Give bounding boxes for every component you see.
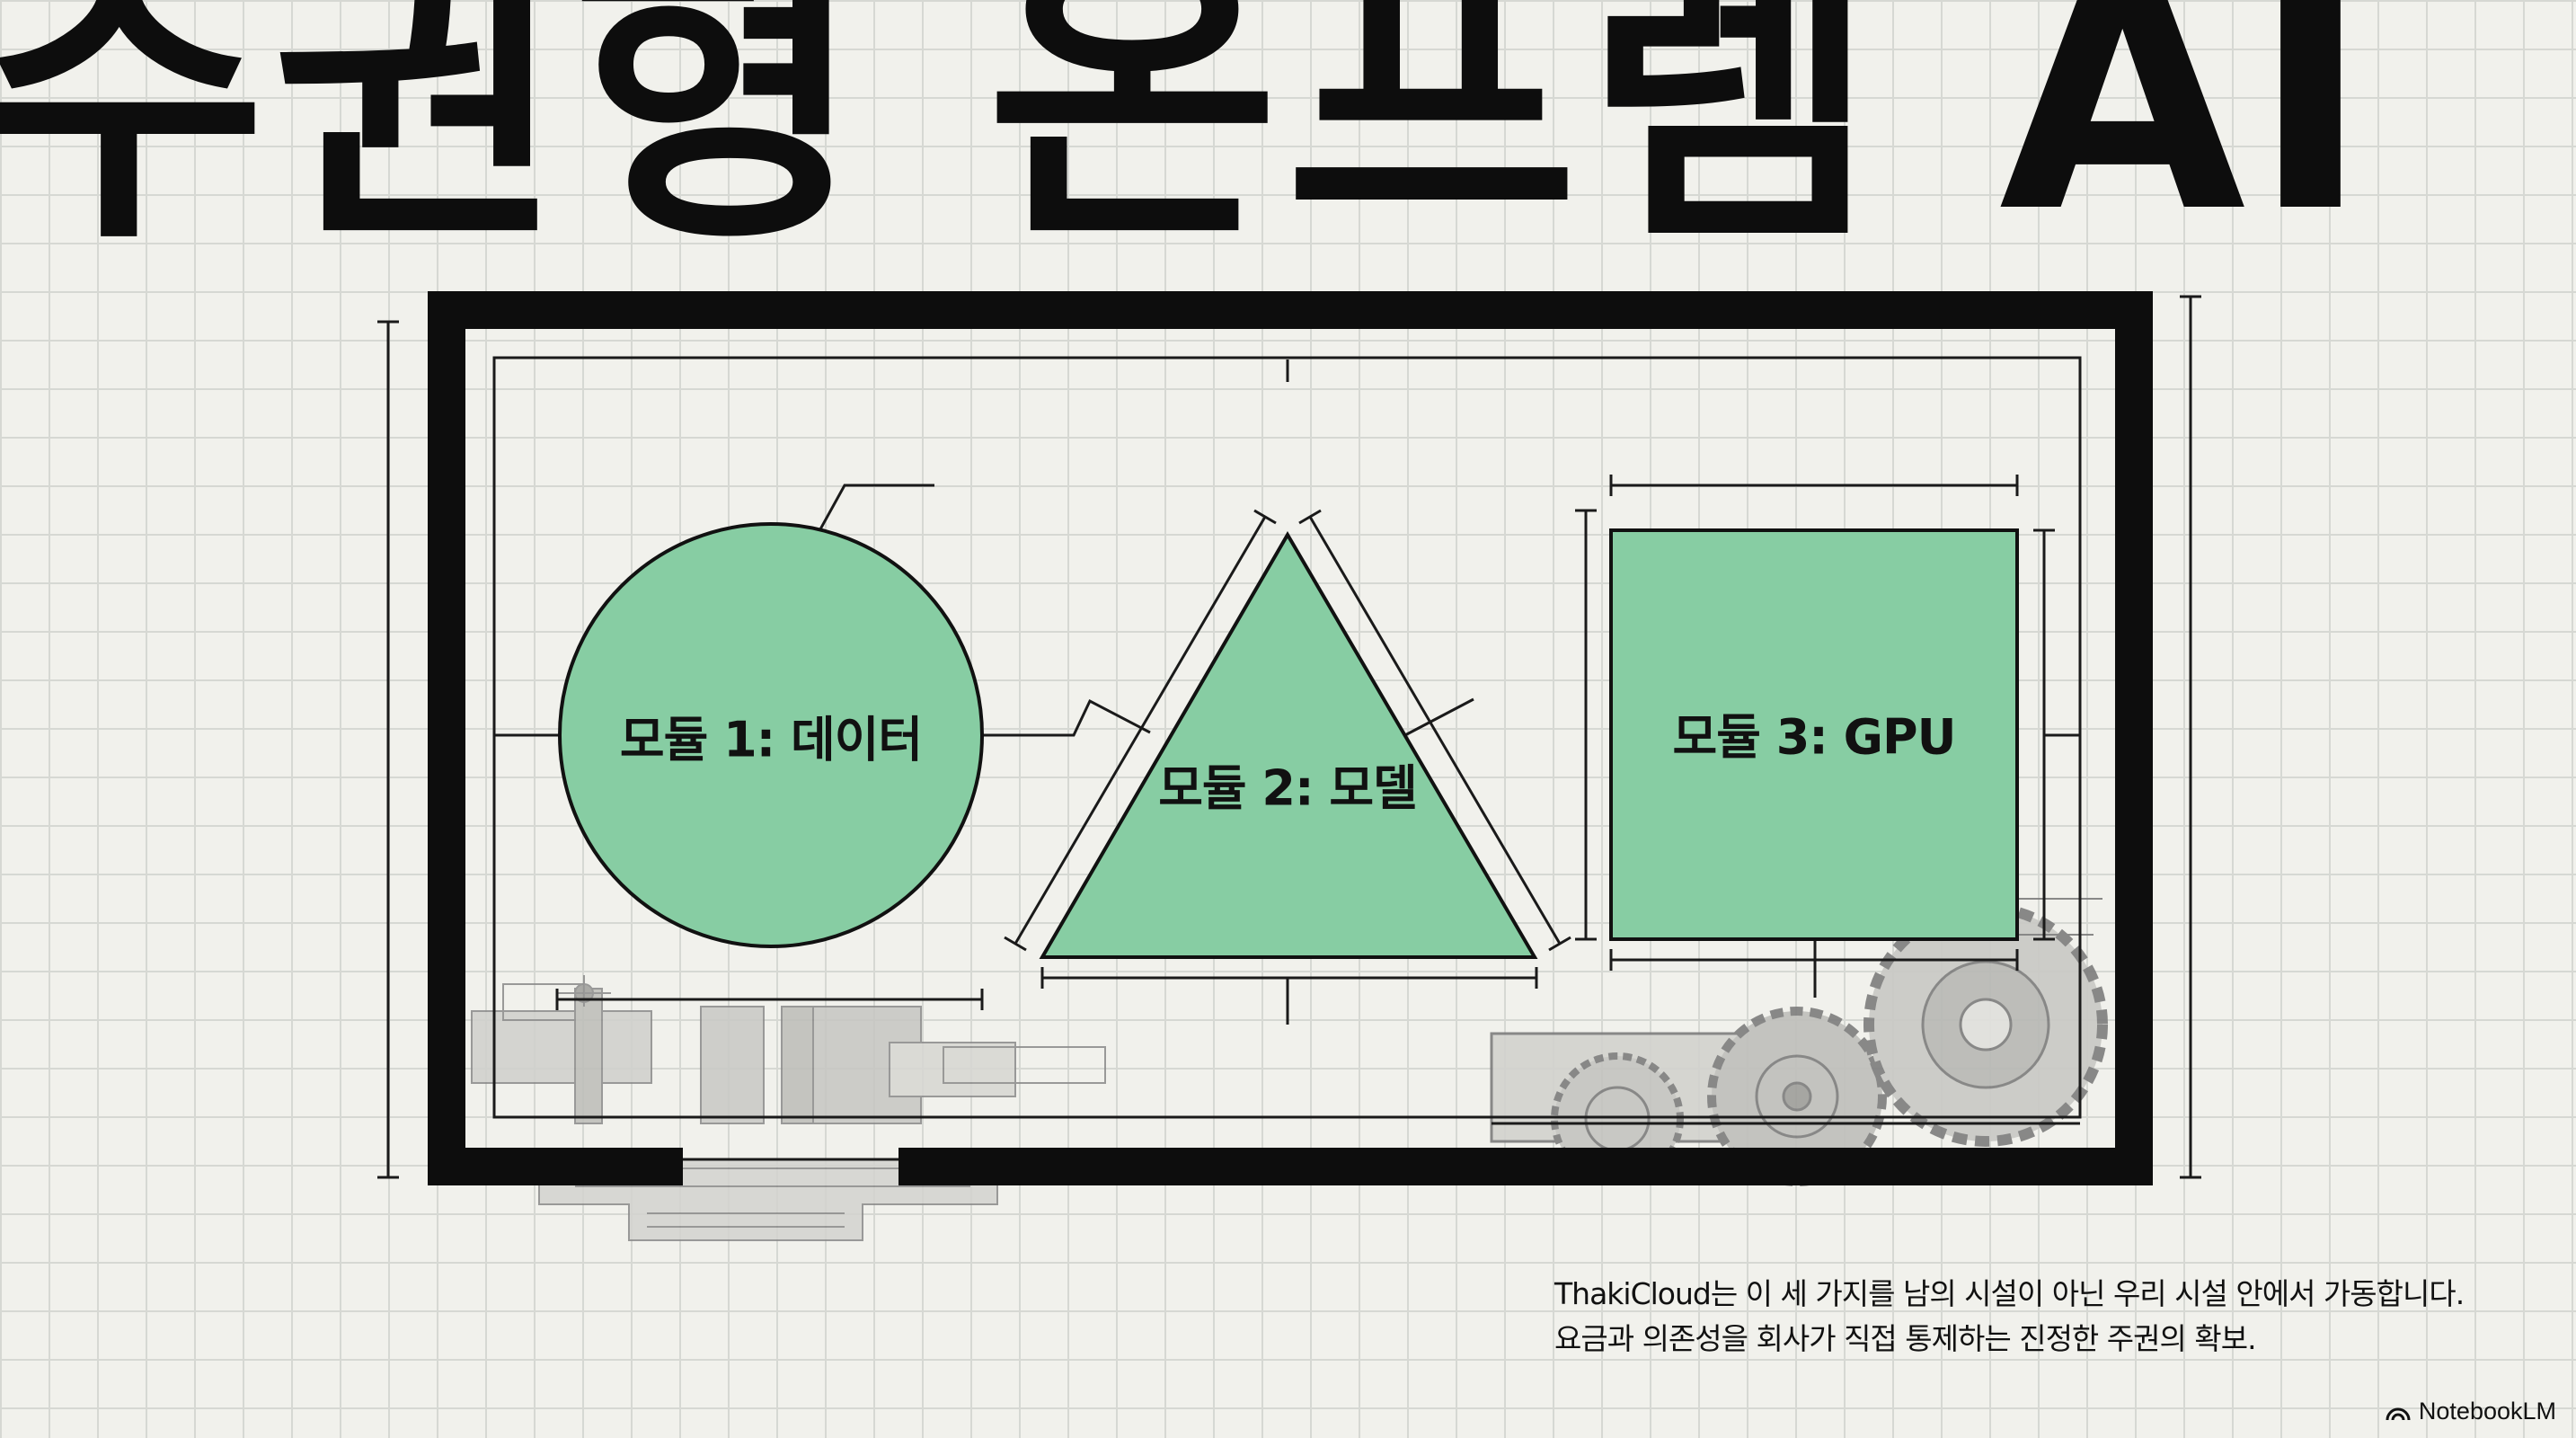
module-square-gpu <box>1609 528 2019 941</box>
machinery-sketch-left <box>471 975 1106 1241</box>
dimension-lines <box>377 295 2201 1179</box>
brand-watermark: NotebookLM <box>2385 1398 2556 1425</box>
module-circle-data <box>558 522 984 948</box>
brand-label: NotebookLM <box>2418 1398 2556 1425</box>
page-title: 주권형 온프렘 AI <box>0 0 2376 282</box>
triangle-dimension-lines <box>1004 509 1571 952</box>
module-triangle-model <box>1039 531 1538 959</box>
inner-frame <box>492 356 2082 1119</box>
outer-frame <box>428 291 2153 1185</box>
notebooklm-logo-icon <box>2386 1407 2411 1420</box>
module-label-data: 모듈 1: 데이터 <box>619 711 923 768</box>
caption-line-2: 요금과 의존성을 회사가 직접 통제하는 진정한 주권의 확보. <box>1554 1321 2257 1356</box>
module-label-model: 모듈 2: 모델 <box>1158 759 1417 817</box>
caption-line-1: ThakiCloud는 이 세 가지를 남의 시설이 아닌 우리 시설 안에서 … <box>1554 1276 2465 1311</box>
module-label-gpu: 모듈 3: GPU <box>1672 708 1957 766</box>
gear-sketch-right <box>1490 898 2108 1186</box>
caption-text: ThakiCloud는 이 세 가지를 남의 시설이 아닌 우리 시설 안에서 … <box>1554 1272 2465 1362</box>
